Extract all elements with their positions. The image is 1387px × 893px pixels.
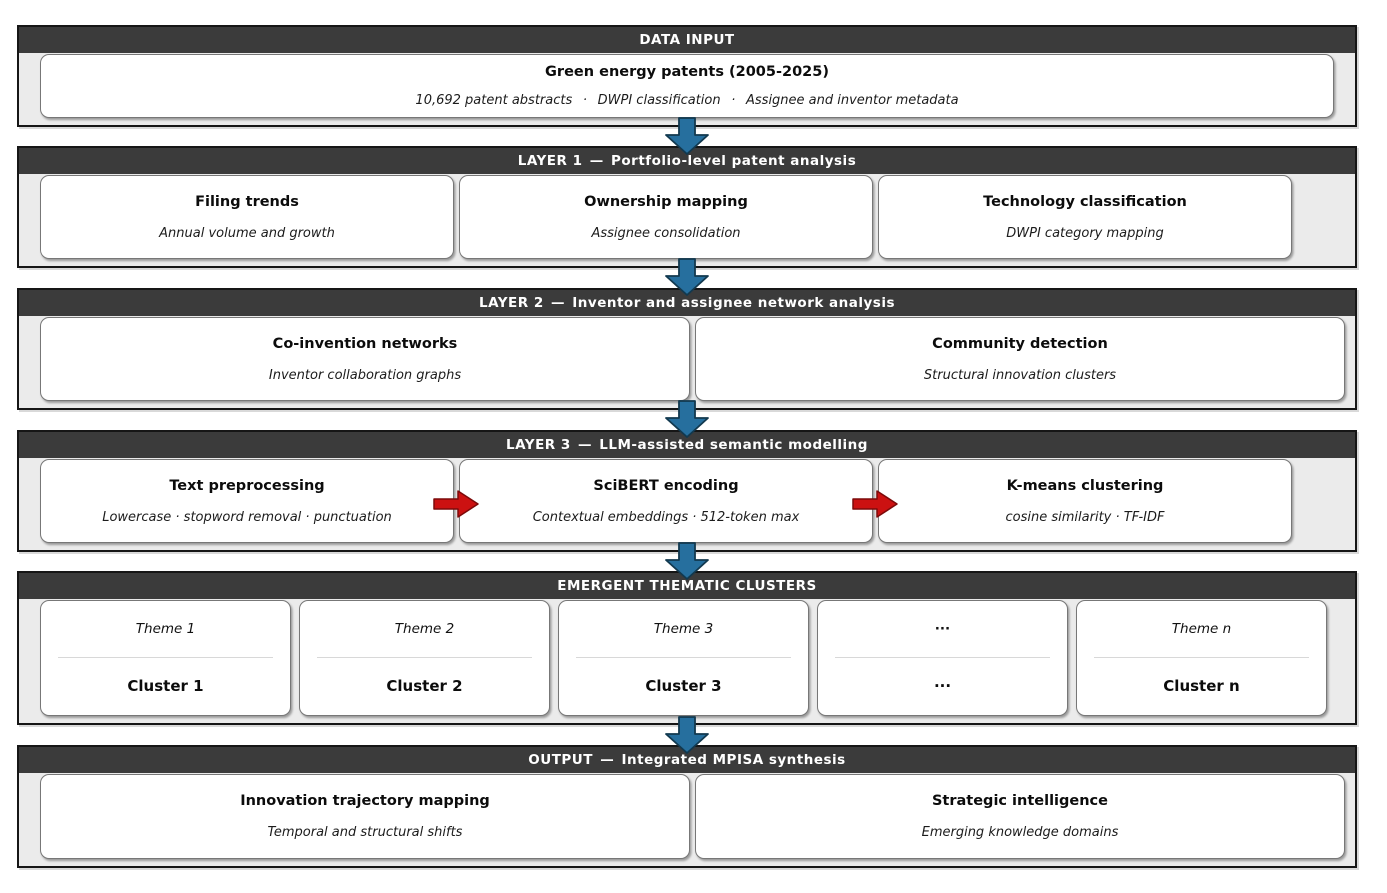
box-strategic-intelligence: Strategic intelligence Emerging knowledg…	[695, 774, 1345, 859]
box-cluster-3: Theme 3 Cluster 3	[558, 600, 809, 716]
theme-label: Theme 2	[394, 620, 455, 637]
box-ownership-mapping: Ownership mapping Assignee consolidation	[459, 175, 873, 259]
box-subtitle: Emerging knowledge domains	[921, 825, 1119, 840]
box-title: Innovation trajectory mapping	[240, 793, 490, 809]
box-innovation-trajectory-mapping: Innovation trajectory mapping Temporal a…	[40, 774, 690, 859]
band-layer-3-header-label: LAYER 3 — LLM-assisted semantic modellin…	[506, 437, 868, 453]
box-green-energy-patents: Green energy patents (2005-2025) 10,692 …	[40, 54, 1334, 118]
band-data-input-header: DATA INPUT	[19, 27, 1355, 53]
box-subtitle: 10,692 patent abstracts · DWPI classific…	[415, 93, 959, 108]
cluster-divider	[835, 656, 1050, 658]
flow-down-arrow-4	[665, 542, 709, 580]
box-subtitle: Inventor collaboration graphs	[268, 367, 462, 383]
down-arrow-icon	[665, 117, 709, 155]
box-cluster-ellipsis: ··· ···	[817, 600, 1068, 716]
right-arrow-icon	[433, 490, 479, 518]
down-arrow-icon	[665, 258, 709, 296]
box-community-detection: Community detection Structural innovatio…	[695, 317, 1345, 401]
theme-label: ···	[934, 620, 951, 637]
box-subtitle: DWPI category mapping	[1006, 225, 1164, 241]
box-subtitle: Assignee consolidation	[591, 225, 741, 241]
box-technology-classification: Technology classification DWPI category …	[878, 175, 1292, 259]
band-thematic-clusters: EMERGENT THEMATIC CLUSTERS Theme 1 Clust…	[17, 571, 1357, 725]
down-arrow-icon	[665, 716, 709, 754]
band-layer-2: LAYER 2 — Inventor and assignee network …	[17, 288, 1357, 410]
cluster-label: Cluster n	[1163, 677, 1240, 696]
band-output-body: Innovation trajectory mapping Temporal a…	[19, 773, 1355, 866]
box-title: Ownership mapping	[584, 193, 748, 210]
box-title: Green energy patents (2005-2025)	[545, 64, 829, 80]
band-layer-1-header-label: LAYER 1 — Portfolio-level patent analysi…	[517, 153, 857, 169]
box-cluster-2: Theme 2 Cluster 2	[299, 600, 550, 716]
band-data-input: DATA INPUT Green energy patents (2005-20…	[17, 25, 1357, 127]
box-subtitle: Temporal and structural shifts	[267, 825, 463, 840]
box-kmeans-clustering: K-means clustering cosine similarity · T…	[878, 459, 1292, 543]
down-arrow-icon	[665, 542, 709, 580]
band-layer-3-header: LAYER 3 — LLM-assisted semantic modellin…	[19, 432, 1355, 458]
theme-label: Theme n	[1171, 620, 1232, 637]
cluster-label: ···	[933, 677, 952, 696]
box-title: Technology classification	[983, 193, 1187, 210]
cluster-label: Cluster 1	[127, 677, 204, 696]
box-filing-trends: Filing trends Annual volume and growth	[40, 175, 454, 259]
box-cluster-1: Theme 1 Cluster 1	[40, 600, 291, 716]
box-subtitle: Structural innovation clusters	[923, 367, 1117, 383]
band-thematic-clusters-body: Theme 1 Cluster 1 Theme 2 Cluster 2 Them…	[19, 599, 1355, 723]
box-co-invention-networks: Co-invention networks Inventor collabora…	[40, 317, 690, 401]
band-layer-2-header-label: LAYER 2 — Inventor and assignee network …	[479, 295, 895, 311]
flow-down-arrow-1	[665, 117, 709, 155]
down-arrow-icon	[665, 400, 709, 438]
cluster-divider	[58, 656, 273, 658]
cluster-divider	[317, 656, 532, 658]
box-text-preprocessing: Text preprocessing Lowercase · stopword …	[40, 459, 454, 543]
band-layer-1-body: Filing trends Annual volume and growth O…	[19, 174, 1355, 266]
box-title: K-means clustering	[1006, 477, 1164, 494]
box-subtitle: Contextual embeddings · 512-token max	[532, 509, 800, 525]
box-title: Co-invention networks	[272, 335, 458, 352]
flow-right-arrow-2	[852, 490, 898, 518]
cluster-divider	[1094, 656, 1309, 658]
theme-label: Theme 1	[135, 620, 196, 637]
box-scibert-encoding: SciBERT encoding Contextual embeddings ·…	[459, 459, 873, 543]
box-subtitle: Lowercase · stopword removal · punctuati…	[102, 509, 392, 525]
box-cluster-n: Theme n Cluster n	[1076, 600, 1327, 716]
band-data-input-header-label: DATA INPUT	[639, 32, 735, 48]
band-layer-3: LAYER 3 — LLM-assisted semantic modellin…	[17, 430, 1357, 552]
cluster-label: Cluster 2	[386, 677, 463, 696]
flow-right-arrow-1	[433, 490, 479, 518]
flow-down-arrow-3	[665, 400, 709, 438]
box-subtitle: cosine similarity · TF-IDF	[1005, 509, 1165, 525]
box-subtitle: Annual volume and growth	[159, 225, 335, 241]
box-title: SciBERT encoding	[593, 477, 739, 494]
flow-down-arrow-5	[665, 716, 709, 754]
band-output-header-label: OUTPUT — Integrated MPISA synthesis	[528, 752, 846, 768]
band-layer-3-body: Text preprocessing Lowercase · stopword …	[19, 458, 1355, 550]
right-arrow-icon	[852, 490, 898, 518]
flow-down-arrow-2	[665, 258, 709, 296]
band-layer-1: LAYER 1 — Portfolio-level patent analysi…	[17, 146, 1357, 268]
band-output: OUTPUT — Integrated MPISA synthesis Inno…	[17, 745, 1357, 868]
box-title: Strategic intelligence	[931, 793, 1108, 809]
box-title: Text preprocessing	[169, 477, 325, 494]
band-data-input-body: Green energy patents (2005-2025) 10,692 …	[19, 53, 1355, 125]
band-layer-2-body: Co-invention networks Inventor collabora…	[19, 316, 1355, 408]
band-thematic-clusters-header-label: EMERGENT THEMATIC CLUSTERS	[557, 578, 817, 594]
theme-label: Theme 3	[653, 620, 714, 637]
box-title: Community detection	[932, 335, 1108, 352]
box-title: Filing trends	[195, 193, 299, 210]
cluster-divider	[576, 656, 791, 658]
cluster-label: Cluster 3	[645, 677, 722, 696]
